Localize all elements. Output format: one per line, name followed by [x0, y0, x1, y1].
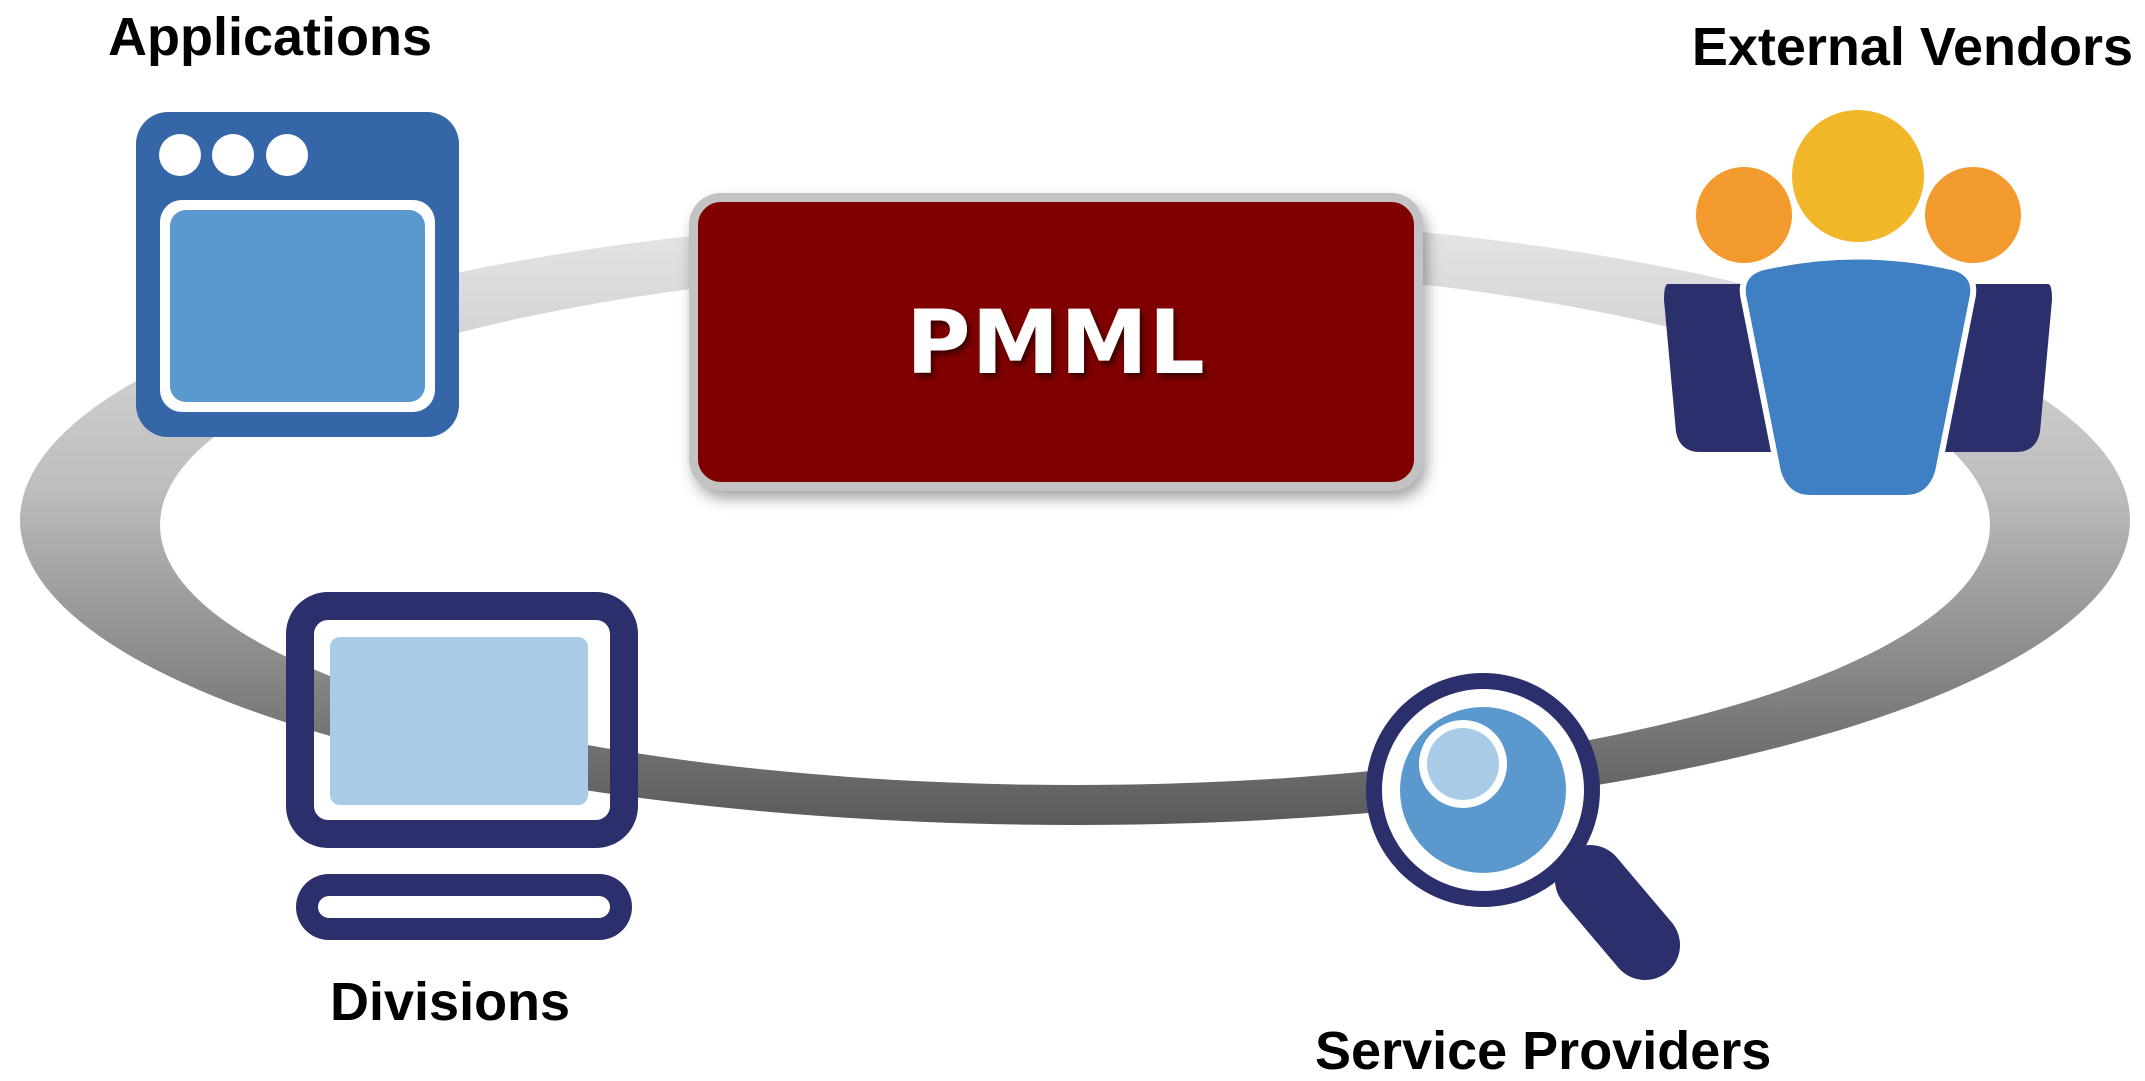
external-vendors-label: External Vendors [1691, 17, 2133, 77]
people-group-icon [1664, 110, 2052, 501]
applications-label: Applications [108, 7, 433, 67]
pmml-label: PMML [906, 290, 1206, 394]
service-providers-label: Service Providers [1315, 1021, 1772, 1081]
divisions-label: Divisions [330, 972, 571, 1032]
application-window-icon [136, 112, 459, 437]
computer-monitor-icon [286, 592, 638, 940]
pmml-center-box: PMML [689, 193, 1423, 491]
magnifying-glass-icon [1366, 673, 1680, 980]
